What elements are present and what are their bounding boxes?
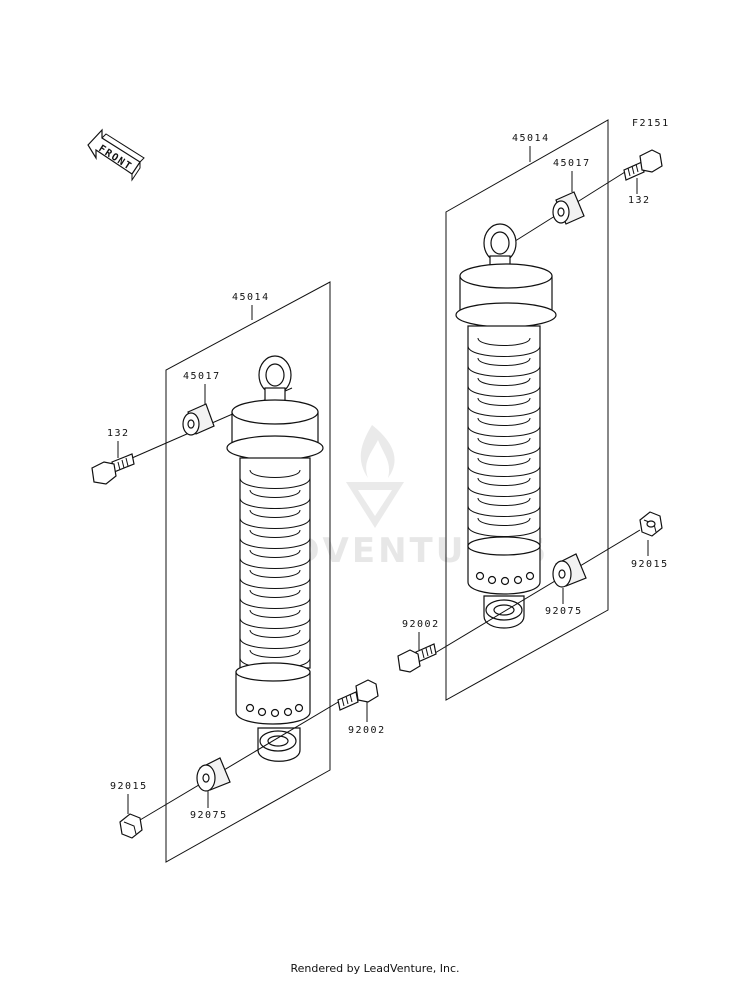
right-assembly: 45014 45017 132 92002 92015 92075: [397, 119, 669, 701]
left-nut: [119, 813, 143, 839]
left-bottom-bushing: [196, 757, 231, 792]
left-spring-coils: [239, 469, 311, 669]
front-arrow: FRONT: [87, 128, 145, 182]
right-bushing-bottom-label: 92075: [545, 606, 583, 617]
left-bolt-top-label: 132: [107, 428, 130, 439]
right-top-bushing: [552, 191, 585, 225]
right-bushing-top-label: 45017: [553, 158, 591, 169]
right-bolt-bottom-label: 92002: [402, 619, 440, 630]
left-shock-absorber: [226, 355, 324, 762]
left-nut-label: 92015: [110, 781, 148, 792]
left-bottom-bolt: [337, 679, 379, 711]
right-nut: [639, 511, 663, 537]
right-shock-absorber: [455, 223, 557, 629]
right-bottom-bolt: [397, 643, 437, 673]
right-shock-label: 45014: [512, 133, 550, 144]
left-shock-label: 45014: [232, 292, 270, 303]
left-bushing-top-label: 45017: [183, 371, 221, 382]
left-bushing-bottom-label: 92075: [190, 810, 228, 821]
right-bottom-bushing: [552, 553, 587, 588]
left-reference-box: [165, 281, 331, 863]
left-assembly: 45014 45017 132 92002 92015 92075: [91, 281, 386, 863]
figure-code: F2151: [632, 118, 670, 129]
right-top-bolt: [623, 149, 663, 181]
left-bolt-bottom-label: 92002: [348, 725, 386, 736]
right-nut-label: 92015: [631, 559, 669, 570]
right-bolt-top-label: 132: [628, 195, 651, 206]
right-spring-coils: [467, 337, 541, 537]
footer-credit: Rendered by LeadVenture, Inc.: [290, 962, 460, 975]
left-top-bolt: [91, 453, 135, 485]
left-top-bushing: [182, 403, 215, 436]
right-reference-box: [445, 119, 609, 701]
